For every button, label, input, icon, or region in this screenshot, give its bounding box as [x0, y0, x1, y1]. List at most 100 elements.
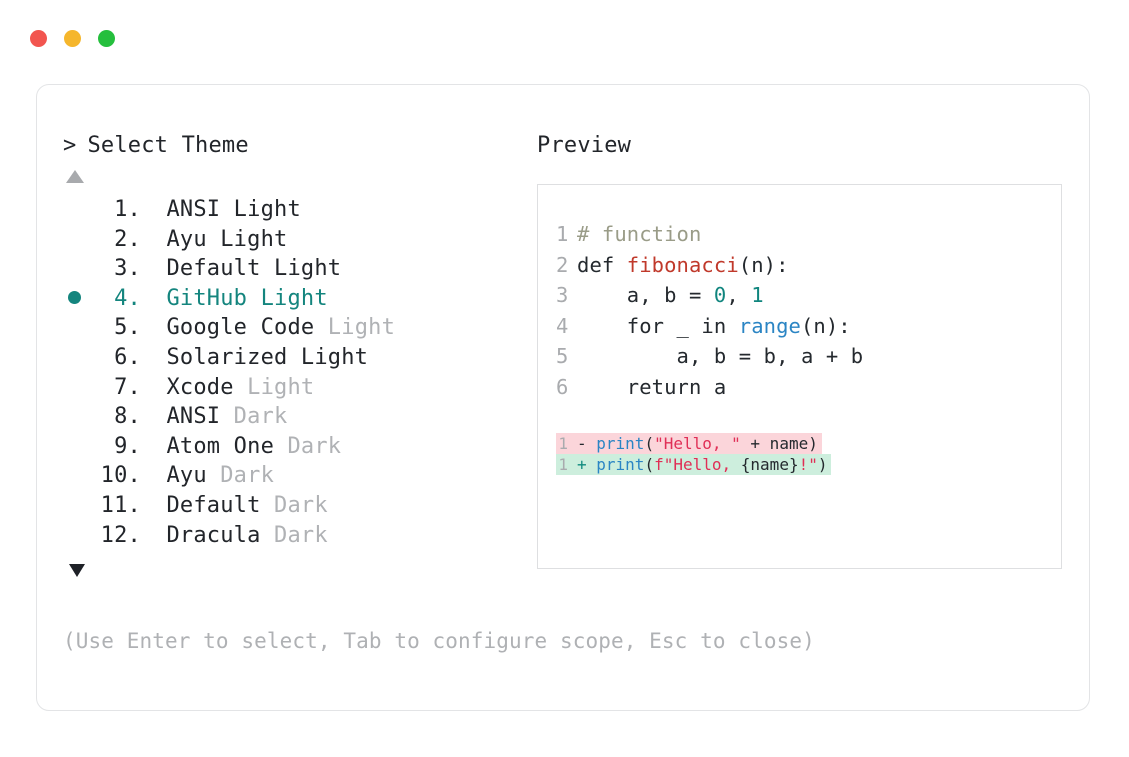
theme-item-name: Solarized Light	[166, 344, 369, 370]
code-token-builtin: print	[596, 454, 645, 474]
close-dot[interactable]	[30, 30, 47, 47]
preview-label: Preview	[537, 133, 632, 158]
theme-list-item[interactable]: 12. Dracula Dark	[63, 521, 533, 551]
theme-item-name: Google Code	[166, 315, 315, 341]
code-token-plain: )	[817, 454, 828, 474]
code-line: 6 return a	[556, 372, 1061, 403]
theme-item-spacer	[141, 343, 166, 373]
code-token-plain: + name)	[740, 433, 818, 453]
theme-item-index: 2.	[114, 226, 141, 252]
theme-item-spacer	[141, 284, 166, 314]
theme-list-item[interactable]: 10. Ayu Dark	[63, 461, 533, 491]
theme-item-mode: Dark	[206, 463, 275, 489]
keyboard-hint: (Use Enter to select, Tab to configure s…	[63, 629, 815, 653]
theme-item-spacer	[141, 461, 166, 491]
code-token-plain: for _ in	[577, 313, 739, 338]
code-line: 3 a, b = 0, 1	[556, 280, 1061, 311]
theme-item-mode: Light	[233, 374, 315, 400]
theme-item-name: ANSI Light	[166, 197, 301, 222]
theme-list-item[interactable]: 3. Default Light	[63, 254, 533, 284]
code-token-plain: return a	[577, 374, 727, 399]
theme-item-index: 3.	[114, 256, 141, 282]
theme-item-mode: Light	[314, 315, 396, 341]
theme-item-spacer	[141, 254, 166, 284]
code-token-num: 0	[713, 283, 727, 307]
theme-item-spacer	[141, 432, 166, 462]
code-token-plain: a, b = b, a + b	[577, 344, 864, 368]
code-line-number: 3	[556, 283, 569, 307]
theme-item-name: Ayu	[166, 463, 207, 489]
theme-item-index: 5.	[114, 315, 141, 341]
code-token-num: 1	[751, 283, 764, 307]
code-token-plain: (	[644, 454, 655, 474]
theme-item-spacer	[141, 313, 166, 343]
code-token-builtin: print	[596, 433, 645, 453]
theme-item-spacer	[141, 195, 166, 225]
diff-line-number: 1	[558, 433, 568, 453]
theme-item-name: Default Light	[166, 256, 342, 282]
theme-selector-header: > Select Theme	[63, 131, 533, 161]
code-line-number: 6	[556, 374, 569, 399]
code-token-comment: # function	[577, 222, 702, 246]
theme-list-item[interactable]: 11. Default Dark	[63, 491, 533, 521]
code-token-builtin: range	[738, 313, 801, 338]
theme-item-name: Xcode	[166, 374, 234, 400]
theme-list-item[interactable]: 8. ANSI Dark	[63, 402, 533, 432]
theme-list-item[interactable]: 4. GitHub Light	[63, 284, 533, 314]
theme-item-mode: Dark	[274, 433, 342, 459]
theme-item-spacer	[141, 225, 166, 255]
filled-circle-icon	[68, 290, 81, 304]
code-line-number: 5	[556, 344, 569, 368]
code-line: 4 for _ in range(n):	[556, 311, 1061, 342]
theme-item-mode: Dark	[260, 492, 328, 518]
theme-item-name: Ayu Light	[166, 226, 288, 252]
theme-list-item[interactable]: 5. Google Code Light	[63, 313, 533, 343]
diff-sign: -	[577, 433, 597, 453]
theme-item-index: 1.	[114, 197, 141, 222]
diff-line-del: 1- print("Hello, " + name)	[556, 432, 822, 454]
theme-list-item[interactable]: 7. Xcode Light	[63, 373, 533, 403]
code-line-number: 4	[556, 313, 569, 338]
theme-item-name: Dracula	[166, 522, 261, 548]
theme-list-item[interactable]: 1. ANSI Light	[63, 195, 533, 225]
code-line-number: 1	[556, 222, 569, 246]
theme-item-index: 11.	[100, 492, 141, 518]
code-line: 1 # function	[556, 219, 1061, 250]
theme-item-name: Default	[166, 492, 261, 518]
code-token-str: "Hello, "	[654, 433, 741, 453]
theme-list-item[interactable]: 9. Atom One Dark	[63, 432, 533, 462]
theme-item-index: 4.	[114, 285, 141, 311]
code-line: 5 a, b = b, a + b	[556, 341, 1061, 372]
theme-item-name: ANSI	[166, 404, 221, 430]
theme-item-index: 12.	[100, 522, 141, 548]
theme-item-spacer	[141, 521, 166, 551]
triangle-up-icon[interactable]	[66, 170, 84, 183]
code-token-plain: {name}	[740, 454, 799, 474]
code-token-plain: (	[644, 433, 655, 453]
theme-item-name: Atom One	[166, 433, 275, 459]
minimize-dot[interactable]	[64, 30, 81, 47]
code-token-plain: a, b =	[577, 283, 714, 307]
theme-list-item[interactable]: 6. Solarized Light	[63, 343, 533, 373]
theme-list-item[interactable]: 2. Ayu Light	[63, 225, 533, 255]
code-token-plain: ,	[726, 283, 752, 307]
code-token-str: f"Hello,	[654, 454, 741, 474]
theme-item-index: 10.	[100, 463, 141, 489]
code-token-plain: (n):	[800, 313, 851, 338]
code-token-plain: (n):	[738, 252, 789, 277]
code-token-plain: def	[577, 252, 627, 277]
theme-item-spacer	[141, 402, 166, 432]
page-title: Select Theme	[87, 133, 249, 158]
code-line-number: 2	[556, 252, 569, 277]
code-token-str: !"	[798, 454, 818, 474]
triangle-down-icon[interactable]	[69, 564, 85, 578]
maximize-dot[interactable]	[98, 30, 115, 47]
theme-item-mode: Dark	[260, 522, 328, 548]
